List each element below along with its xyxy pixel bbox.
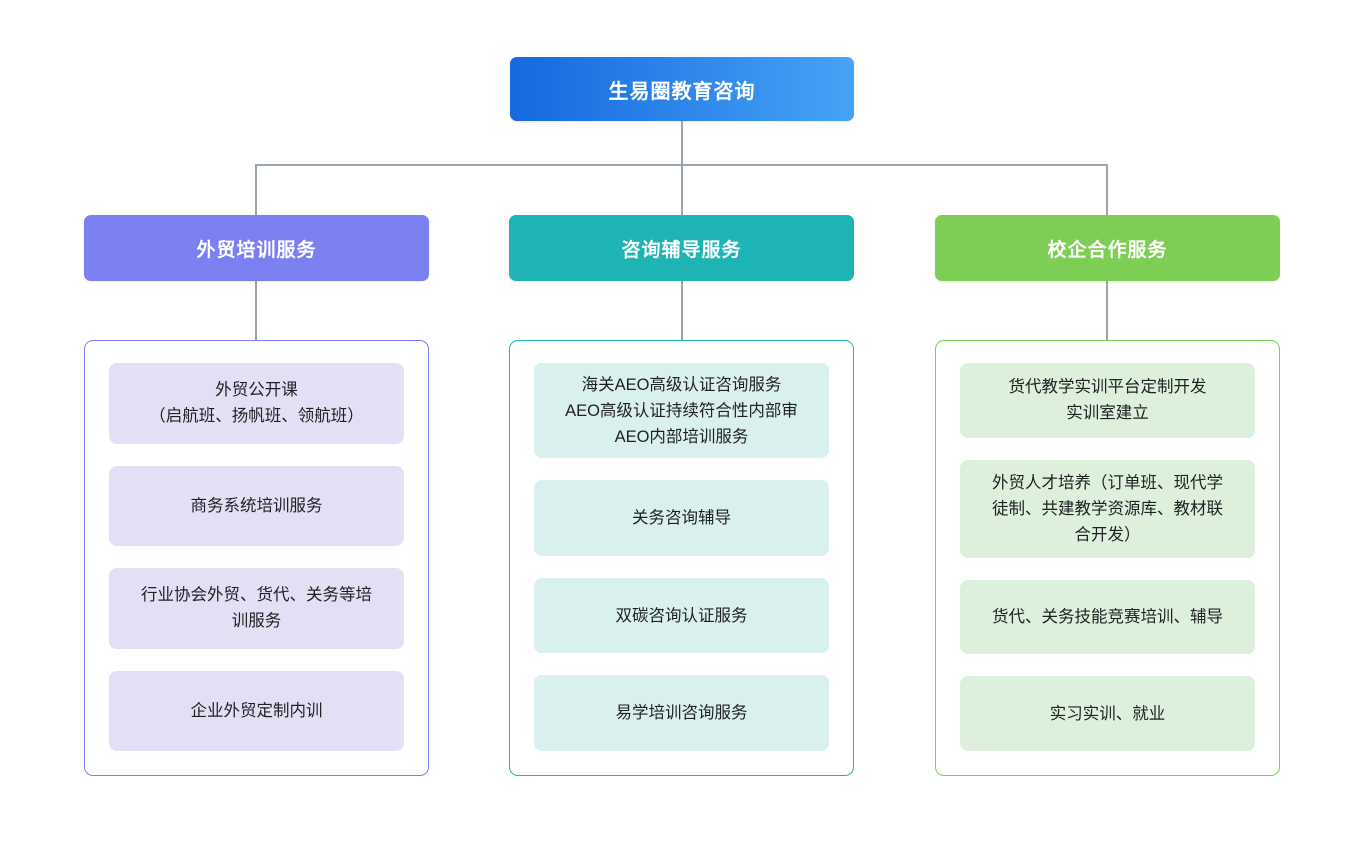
category-header-label-2: 校企合作服务 [1047, 239, 1168, 261]
service-item[interactable]: 关务咨询辅导 [534, 480, 829, 556]
connector-header-to-group-2 [1106, 281, 1108, 340]
connector-drop-col-1 [681, 164, 683, 215]
root-node-label: 生易圈教育咨询 [608, 80, 756, 103]
service-item[interactable]: 易学培训咨询服务 [534, 675, 829, 751]
service-item[interactable]: 行业协会外贸、货代、关务等培 训服务 [109, 568, 404, 649]
category-header-0[interactable]: 外贸培训服务 [84, 215, 429, 281]
category-header-label-1: 咨询辅导服务 [621, 239, 742, 261]
service-item-label: 货代、关务技能竞赛培训、辅导 [992, 608, 1223, 627]
service-item[interactable]: 海关AEO高级认证咨询服务 AEO高级认证持续符合性内部审 AEO内部培训服务 [534, 363, 829, 459]
category-header-label-0: 外贸培训服务 [196, 239, 317, 261]
service-item-label: 双碳咨询认证服务 [615, 606, 748, 625]
service-item[interactable]: 双碳咨询认证服务 [534, 577, 829, 654]
connector-header-to-group-0 [255, 281, 257, 340]
service-item[interactable]: 货代、关务技能竞赛培训、辅导 [960, 579, 1255, 655]
items-container-2: 货代教学实训平台定制开发 实训室建立 外贸人才培养（订单班、现代学 徒制、共建教… [935, 340, 1280, 776]
category-column-2: 校企合作服务 货代教学实训平台定制开发 实训室建立 外贸人才培养（订单班、现代学… [935, 215, 1280, 776]
service-item-label: 关务咨询辅导 [632, 508, 731, 527]
connector-drop-col-0 [255, 164, 257, 215]
category-column-0: 外贸培训服务 外贸公开课 （启航班、扬帆班、领航班） 商务系统培训服务 行业协会… [84, 215, 429, 776]
category-header-2[interactable]: 校企合作服务 [935, 215, 1280, 281]
service-item-label: 海关AEO高级认证咨询服务 AEO高级认证持续符合性内部审 AEO内部培训服务 [565, 375, 798, 446]
items-container-1: 海关AEO高级认证咨询服务 AEO高级认证持续符合性内部审 AEO内部培训服务 … [509, 340, 854, 776]
connector-drop-col-2 [1106, 164, 1108, 215]
connector-root-stem [681, 121, 683, 165]
service-item-label: 商务系统培训服务 [190, 496, 323, 515]
category-column-1: 咨询辅导服务 海关AEO高级认证咨询服务 AEO高级认证持续符合性内部审 AEO… [509, 215, 854, 776]
service-item-label: 实习实训、就业 [1049, 704, 1166, 723]
service-item[interactable]: 货代教学实训平台定制开发 实训室建立 [960, 363, 1255, 438]
root-node[interactable]: 生易圈教育咨询 [510, 57, 854, 121]
service-item-label: 企业外贸定制内训 [190, 701, 323, 720]
service-item-label: 行业协会外贸、货代、关务等培 训服务 [141, 586, 372, 631]
items-container-0: 外贸公开课 （启航班、扬帆班、领航班） 商务系统培训服务 行业协会外贸、货代、关… [84, 340, 429, 776]
service-item-label: 外贸人才培养（订单班、现代学 徒制、共建教学资源库、教材联 合开发） [992, 473, 1223, 544]
connector-header-to-group-1 [681, 281, 683, 340]
service-item[interactable]: 企业外贸定制内训 [109, 670, 404, 751]
service-item[interactable]: 外贸人才培养（订单班、现代学 徒制、共建教学资源库、教材联 合开发） [960, 459, 1255, 558]
category-header-1[interactable]: 咨询辅导服务 [509, 215, 854, 281]
service-item[interactable]: 实习实训、就业 [960, 676, 1255, 752]
service-item[interactable]: 外贸公开课 （启航班、扬帆班、领航班） [109, 363, 404, 444]
service-item-label: 货代教学实训平台定制开发 实训室建立 [1008, 378, 1207, 423]
service-item-label: 外贸公开课 （启航班、扬帆班、领航班） [149, 381, 364, 426]
service-item-label: 易学培训咨询服务 [615, 704, 748, 723]
service-item[interactable]: 商务系统培训服务 [109, 465, 404, 546]
